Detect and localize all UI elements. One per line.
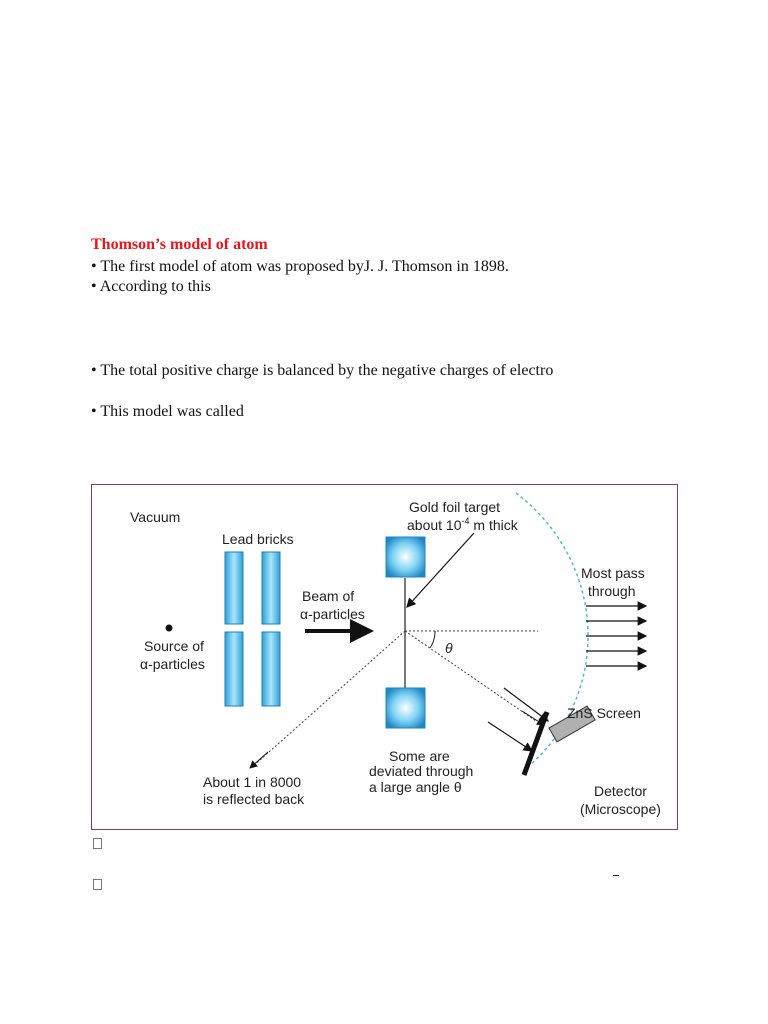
label-source-line2: α-particles — [140, 656, 205, 672]
gold-foil-block-top — [385, 536, 426, 578]
theta-arc — [429, 630, 436, 649]
alpha-source-dot — [165, 624, 173, 632]
missing-glyph-box — [93, 879, 102, 890]
gold-foil-block-bottom — [385, 687, 426, 729]
deflected-arrowhead — [521, 710, 545, 726]
stray-dash-mark — [613, 875, 619, 876]
label-most-pass-line1: Most pass — [581, 565, 645, 581]
label-beam-line2: α-particles — [300, 606, 365, 622]
zns-screen-plate — [521, 711, 550, 776]
scattering-diagram-svg: Vacuum Lead bricks Gold foil target abou… — [130, 492, 661, 817]
label-gold-foil-line2: about 10-4 m thick — [407, 516, 519, 533]
bullet-model-name: • This model was called — [91, 403, 244, 420]
label-vacuum: Vacuum — [130, 509, 180, 525]
lead-brick — [261, 631, 281, 707]
lead-brick — [224, 631, 244, 707]
label-source-line1: Source of — [144, 638, 204, 654]
label-deviated-line2: deviated through — [369, 763, 473, 779]
missing-glyph-box — [93, 838, 102, 849]
section-heading: Thomson’s model of atom — [91, 236, 268, 253]
label-lead-bricks: Lead bricks — [222, 531, 294, 547]
label-gold-foil-line1: Gold foil target — [409, 499, 500, 515]
bullet-according-to-this: • According to this — [91, 278, 211, 295]
bullet-total-positive-charge: • The total positive charge is balanced … — [91, 362, 554, 379]
detector-microscope — [548, 705, 596, 743]
lead-brick — [261, 551, 281, 625]
scatter-arrow — [503, 687, 549, 722]
bullet-first-model: • The first model of atom was proposed b… — [91, 258, 509, 275]
lead-brick — [224, 551, 244, 625]
label-detector-line2: (Microscope) — [580, 801, 661, 817]
scatter-arrow — [487, 721, 534, 752]
label-deviated-line1: Some are — [389, 748, 450, 764]
label-reflected-line1: About 1 in 8000 — [203, 774, 301, 790]
rutherford-scattering-diagram: Vacuum Lead bricks Gold foil target abou… — [91, 484, 678, 830]
zns-screen-arc — [515, 492, 589, 773]
label-beam-line1: Beam of — [302, 588, 354, 604]
label-reflected-line2: is reflected back — [203, 791, 305, 807]
reflected-arrowhead — [249, 751, 269, 769]
label-zns-screen: ZnS Screen — [567, 705, 641, 721]
label-deviated-line3: a large angle θ — [369, 779, 462, 795]
label-most-pass-line2: through — [588, 583, 635, 599]
foil-pointer-arrow — [406, 532, 475, 608]
label-theta: θ — [445, 640, 453, 656]
label-detector-line1: Detector — [594, 783, 647, 799]
deflected-path — [404, 630, 537, 722]
